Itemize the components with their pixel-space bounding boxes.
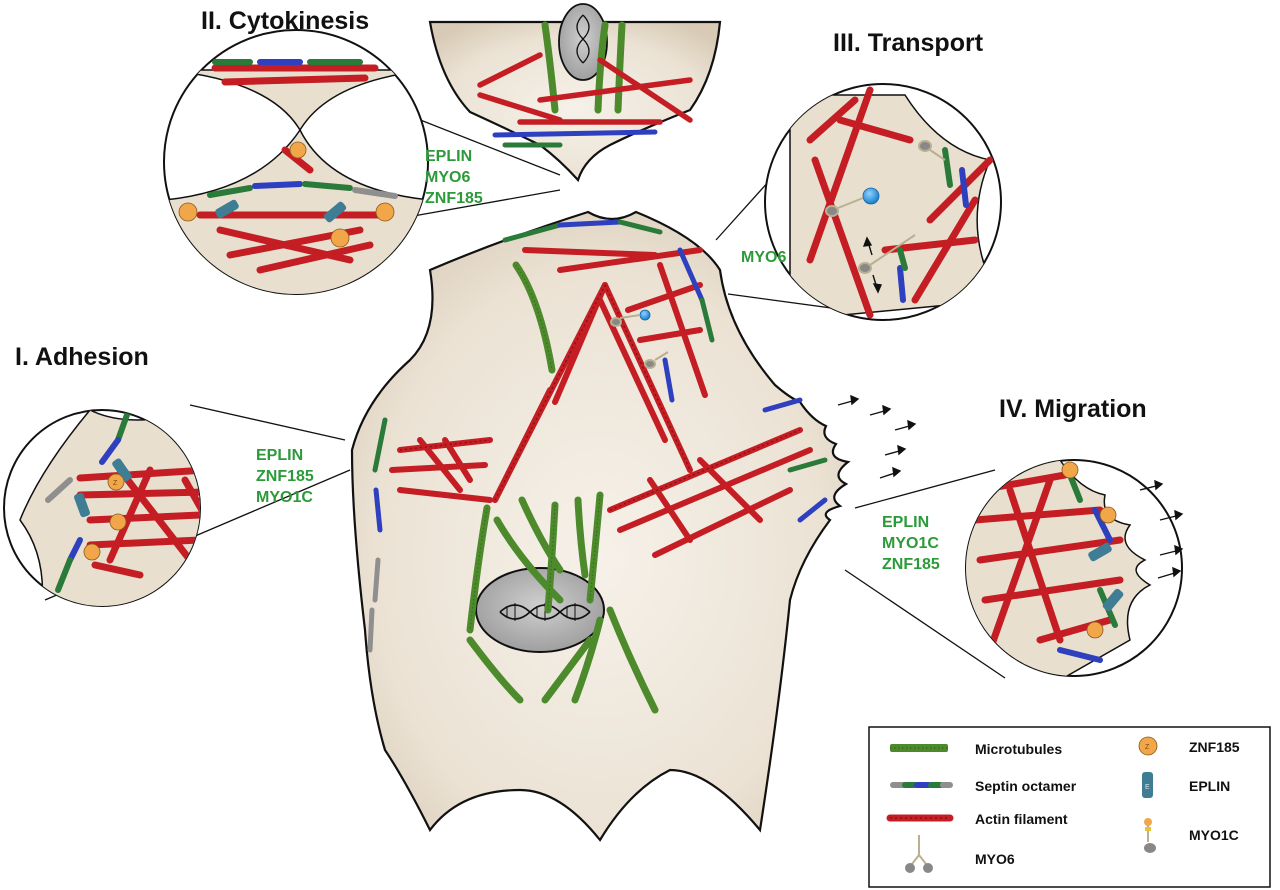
microtubule-icon <box>890 744 948 752</box>
legend-label: Actin filament <box>975 811 1068 827</box>
eplin-glyph: E <box>1145 784 1150 791</box>
legend-label: Microtubules <box>975 741 1062 757</box>
protein-label: ZNF185 <box>425 190 483 207</box>
migration-zoom <box>965 459 1184 677</box>
title-transport: III. Transport <box>833 29 984 57</box>
nucleus <box>475 567 605 653</box>
protein-label: ZNF185 <box>256 468 314 485</box>
znf-glyph: Z <box>1145 744 1150 751</box>
legend-label: MYO1C <box>1189 827 1239 843</box>
title-cytokinesis: II. Cytokinesis <box>201 7 369 35</box>
transport-vesicle <box>862 187 880 205</box>
myo6-icon <box>905 835 933 873</box>
protein-label: MYO6 <box>425 169 470 186</box>
adhesion-zoom: Z <box>3 409 201 607</box>
daughter-nucleus <box>558 3 608 81</box>
cytokinesis-zoom <box>163 29 429 295</box>
znf-glyph: Z <box>113 480 118 487</box>
proteins-transport: MYO6 <box>741 249 786 266</box>
main-cell <box>350 3 917 842</box>
eplin-icon: E <box>1142 772 1153 798</box>
proteins-migration: EPLIN MYO1C ZNF185 <box>882 514 940 573</box>
vesicle <box>639 309 651 321</box>
protein-label: MYO6 <box>741 249 786 266</box>
protein-label: MYO1C <box>256 489 313 506</box>
legend-box <box>868 726 1271 888</box>
legend-label: EPLIN <box>1189 778 1230 794</box>
title-adhesion: I. Adhesion <box>15 343 149 371</box>
znf185-icon: Z <box>1138 736 1158 756</box>
eplin-icon <box>112 458 132 482</box>
protein-label: EPLIN <box>425 148 472 165</box>
daughter-cell <box>428 20 722 183</box>
myo1c-icon <box>1144 818 1156 853</box>
protein-label: EPLIN <box>882 514 929 531</box>
legend-label: ZNF185 <box>1189 739 1240 755</box>
title-migration: IV. Migration <box>999 395 1147 423</box>
daughter-actin <box>477 52 693 125</box>
legend: Microtubules Septin octamer Actin filame… <box>868 726 1271 888</box>
znf185-icon <box>107 473 125 491</box>
daughter-dna-icon <box>576 14 590 64</box>
legend-label: Septin octamer <box>975 778 1077 794</box>
septin-octamers <box>367 129 828 653</box>
migration-arrows <box>837 394 917 479</box>
protein-label: MYO1C <box>882 535 939 552</box>
transport-zoom <box>764 83 1002 321</box>
protein-label: EPLIN <box>256 447 303 464</box>
myo6-motors <box>610 314 669 369</box>
protein-label: ZNF185 <box>882 556 940 573</box>
proteins-adhesion: EPLIN ZNF185 MYO1C <box>256 447 314 506</box>
proteins-cytokinesis: EPLIN MYO6 ZNF185 <box>425 148 483 207</box>
legend-label: MYO6 <box>975 851 1015 867</box>
